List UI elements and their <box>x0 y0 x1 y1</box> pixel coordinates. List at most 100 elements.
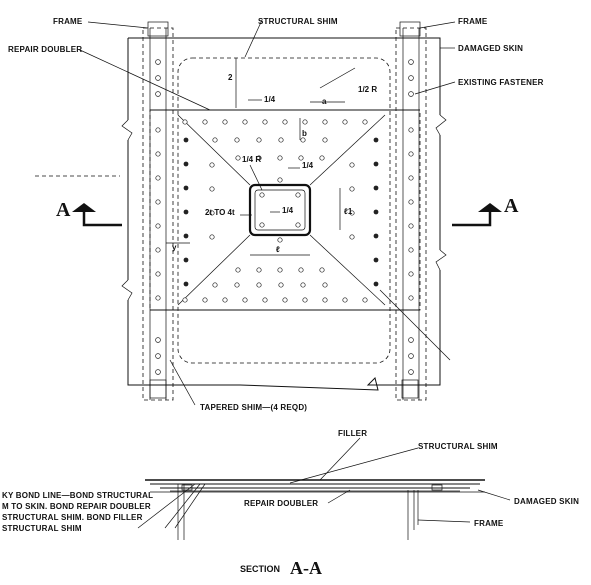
fastener <box>349 186 355 192</box>
fastener <box>212 137 218 143</box>
structural-shim-outline <box>177 57 391 364</box>
existing-fasteners-left <box>155 59 161 375</box>
fastener <box>373 137 379 143</box>
frame-right <box>395 21 427 401</box>
fastener <box>408 271 414 277</box>
fastener <box>295 222 301 228</box>
fastener <box>256 137 262 143</box>
section-arrow-right: A <box>452 195 519 227</box>
dimension-lines <box>166 58 356 256</box>
fastener <box>209 210 215 216</box>
fastener <box>282 119 288 125</box>
section-filler: FILLER <box>338 429 367 438</box>
repair-fasteners <box>155 119 414 303</box>
fastener <box>155 151 161 157</box>
fastener <box>155 295 161 301</box>
section-letter-left: A <box>56 199 71 221</box>
fastener <box>373 161 379 167</box>
fastener <box>302 119 308 125</box>
callout-frame-right: FRAME <box>458 17 488 26</box>
callout-leaders <box>35 19 456 406</box>
tapered-shim-diagonals <box>177 114 451 361</box>
fastener <box>342 119 348 125</box>
fastener <box>277 155 283 161</box>
fastener <box>298 267 304 273</box>
dim-a: a <box>322 97 327 106</box>
existing-fasteners-right <box>408 59 414 375</box>
dim-quarter-top: 1/4 <box>264 95 276 104</box>
fastener <box>319 267 325 273</box>
fastener <box>322 297 328 303</box>
fastener <box>155 199 161 205</box>
fastener <box>155 127 161 133</box>
fastener <box>322 137 328 143</box>
fastener <box>262 119 268 125</box>
fastener <box>300 282 306 288</box>
fastener <box>202 297 208 303</box>
damaged-skin-panel <box>121 37 447 391</box>
cutout-inner <box>254 189 306 231</box>
section-view <box>145 479 485 540</box>
section-letter-right: A <box>504 195 519 217</box>
fastener <box>235 155 241 161</box>
fastener <box>256 267 262 273</box>
fastener <box>256 282 262 288</box>
fastener <box>295 192 301 198</box>
fastener <box>242 297 248 303</box>
fastener <box>183 137 189 143</box>
fastener <box>322 282 328 288</box>
fastener <box>259 192 265 198</box>
fastener <box>408 151 414 157</box>
fastener <box>182 297 188 303</box>
fastener <box>300 137 306 143</box>
fastener <box>408 247 414 253</box>
fastener <box>183 185 189 191</box>
fastener <box>342 297 348 303</box>
fastener <box>235 267 241 273</box>
fastener <box>322 119 328 125</box>
fastener <box>262 297 268 303</box>
fastener <box>202 119 208 125</box>
fastener <box>209 234 215 240</box>
dim-two: 2 <box>228 73 233 82</box>
callout-tapered-shim: TAPERED SHIM—(4 REQD) <box>200 403 307 412</box>
fastener <box>373 257 379 263</box>
fastener <box>183 257 189 263</box>
fastener <box>282 297 288 303</box>
dim-l1: ℓ1 <box>344 207 353 216</box>
section-damaged-skin: DAMAGED SKIN <box>514 497 579 506</box>
fastener <box>408 127 414 133</box>
fastener <box>319 155 325 161</box>
fastener <box>298 155 304 161</box>
fastener <box>408 199 414 205</box>
dim-half-r: 1/2 R <box>358 85 377 94</box>
fastener <box>373 185 379 191</box>
fastener <box>302 297 308 303</box>
fastener <box>155 175 161 181</box>
fastener <box>408 295 414 301</box>
dim-b: b <box>302 129 307 138</box>
fastener <box>183 209 189 215</box>
fastener <box>408 223 414 229</box>
dim-quarter-mid: 1/4 <box>302 161 314 170</box>
callout-repair-doubler: REPAIR DOUBLER <box>8 45 82 54</box>
note-line-2: M TO SKIN. BOND REPAIR DOUBLER <box>2 502 151 511</box>
fastener <box>349 162 355 168</box>
fastener <box>155 247 161 253</box>
dim-y: y <box>172 243 177 252</box>
fastener <box>155 271 161 277</box>
fastener <box>182 119 188 125</box>
fastener <box>234 137 240 143</box>
section-frame: FRAME <box>474 519 504 528</box>
fastener <box>183 281 189 287</box>
note-line-1: KY BOND LINE—BOND STRUCTURAL <box>2 491 153 500</box>
section-repair-doubler: REPAIR DOUBLER <box>244 499 318 508</box>
section-arrow-left: A <box>56 199 122 227</box>
fastener <box>155 223 161 229</box>
note-line-3: STRUCTURAL SHIM. BOND FILLER <box>2 513 143 522</box>
callout-existing-fastener: EXISTING FASTENER <box>458 78 544 87</box>
callout-frame-left: FRAME <box>53 17 83 26</box>
callout-damaged-skin: DAMAGED SKIN <box>458 44 523 53</box>
